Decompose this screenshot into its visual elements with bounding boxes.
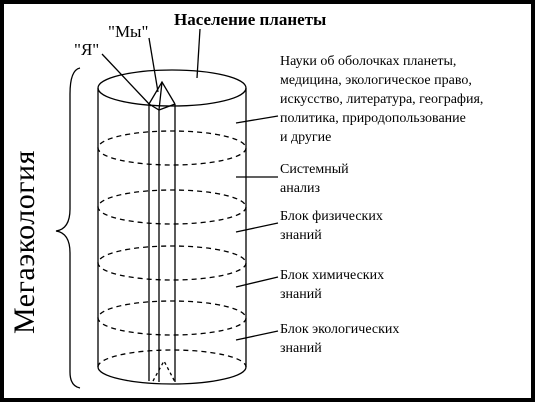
megaecology-vertical-label: Мегаэкология: [8, 150, 41, 334]
section-ellipse-3: [97, 245, 247, 281]
bottom-ellipse-front: [97, 366, 247, 385]
layer-5-label: Блок экологических знаний: [280, 320, 399, 358]
layer-1-line-4: политика, природопользование: [280, 111, 466, 126]
layer-3-line-2: знаний: [280, 228, 322, 243]
pointer-i: [101, 53, 152, 107]
layer-4-label: Блок химических знаний: [280, 266, 384, 304]
pointer-we: [148, 37, 159, 93]
top-ellipse: [97, 69, 247, 107]
layer-1-line-1: Науки об оболочках планеты,: [280, 54, 457, 69]
prism-bottom-tip: [152, 359, 176, 383]
section-ellipse-1: [97, 130, 247, 166]
layer-5-line-1: Блок экологических: [280, 322, 400, 337]
we-label: "Мы": [108, 22, 149, 41]
i-label: "Я": [74, 40, 100, 59]
layer-4-line-1: Блок химических: [280, 268, 385, 283]
layer-5-line-2: знаний: [280, 341, 322, 356]
section-ellipse-4: [97, 300, 247, 336]
layer-2-line-2: анализ: [280, 181, 321, 196]
layer-2-label: Системный анализ: [280, 160, 349, 198]
cylinder-diagram: [55, 28, 279, 389]
layer-1-line-5: и другие: [280, 130, 332, 145]
layer-1-line-2: медицина, экологическое право,: [280, 73, 472, 88]
pointer-layer-3: [235, 222, 279, 233]
layer-1-label: Науки об оболочках планеты, медицина, эк…: [280, 52, 483, 147]
layer-3-line-1: Блок физических: [280, 209, 383, 224]
pointer-layer-4: [235, 276, 279, 288]
diagram-canvas: Население планеты "Мы" "Я" Науки об обол…: [4, 4, 531, 398]
layer-1-line-3: искусство, литература, география,: [280, 92, 484, 107]
section-ellipse-2: [97, 189, 247, 225]
prism-top-ridge: [158, 81, 163, 111]
pointer-layer-1: [235, 115, 279, 124]
population-title: Население планеты: [174, 10, 327, 29]
prism-top-front: [148, 103, 176, 111]
layer-2-line-1: Системный: [280, 162, 349, 177]
layer-4-line-2: знаний: [280, 287, 322, 302]
curly-brace: [55, 67, 81, 389]
pointer-title: [196, 28, 201, 79]
layer-3-label: Блок физических знаний: [280, 207, 383, 245]
pointer-layer-5: [235, 330, 279, 341]
bottom-ellipse-back: [97, 349, 247, 368]
